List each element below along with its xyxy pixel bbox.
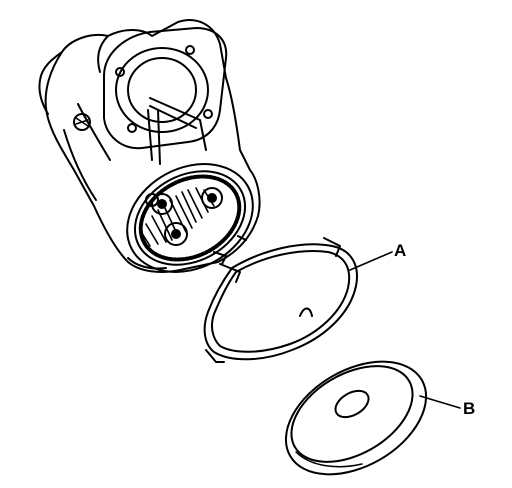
callout-label-a: A xyxy=(394,241,407,260)
callout-a-leader xyxy=(349,251,393,271)
end-cover xyxy=(284,360,428,476)
retaining-ring xyxy=(203,237,358,363)
pump-housing xyxy=(38,19,261,273)
top-flange xyxy=(103,27,228,165)
callout-label-b: B xyxy=(463,399,476,418)
gear-rotor-assembly xyxy=(126,163,254,273)
callout-b-leader xyxy=(419,395,461,409)
